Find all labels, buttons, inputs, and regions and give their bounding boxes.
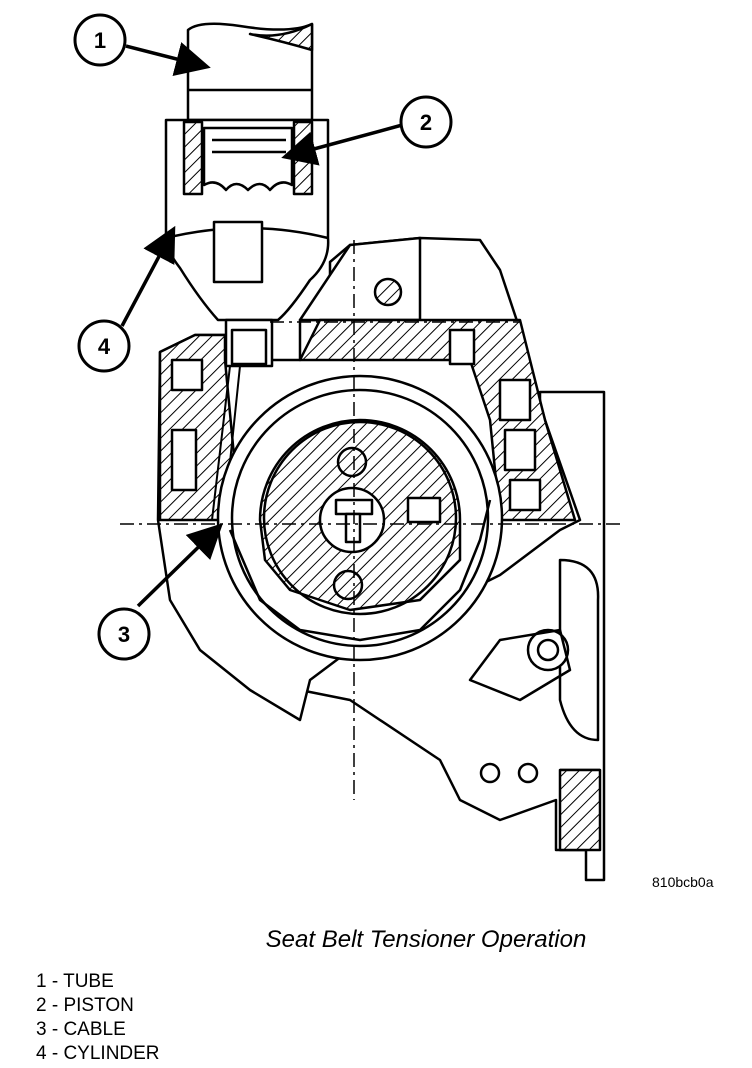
callout-3: 3 [97, 607, 151, 661]
callout-2: 2 [399, 95, 453, 149]
legend-item-cylinder: 4 - CYLINDER [36, 1043, 160, 1064]
legend: 1 - TUBE 2 - PISTON 3 - CABLE 4 - CYLIND… [36, 970, 160, 1066]
figure-caption: Seat Belt Tensioner Operation [265, 926, 587, 953]
legend-item-tube: 1 - TUBE [36, 971, 114, 992]
callout-2-label: 2 [420, 110, 432, 135]
callout-1: 1 [73, 13, 127, 67]
callout-1-label: 1 [94, 28, 106, 53]
callout-4: 4 [77, 319, 131, 373]
figure-code: 810bcb0a [652, 874, 714, 890]
callout-3-label: 3 [118, 622, 130, 647]
piston [202, 126, 294, 192]
tensioner-diagram: 1 2 3 4 [73, 13, 620, 882]
legend-item-cable: 3 - CABLE [36, 1019, 126, 1040]
callout-4-label: 4 [98, 334, 111, 359]
legend-item-piston: 2 - PISTON [36, 995, 134, 1016]
